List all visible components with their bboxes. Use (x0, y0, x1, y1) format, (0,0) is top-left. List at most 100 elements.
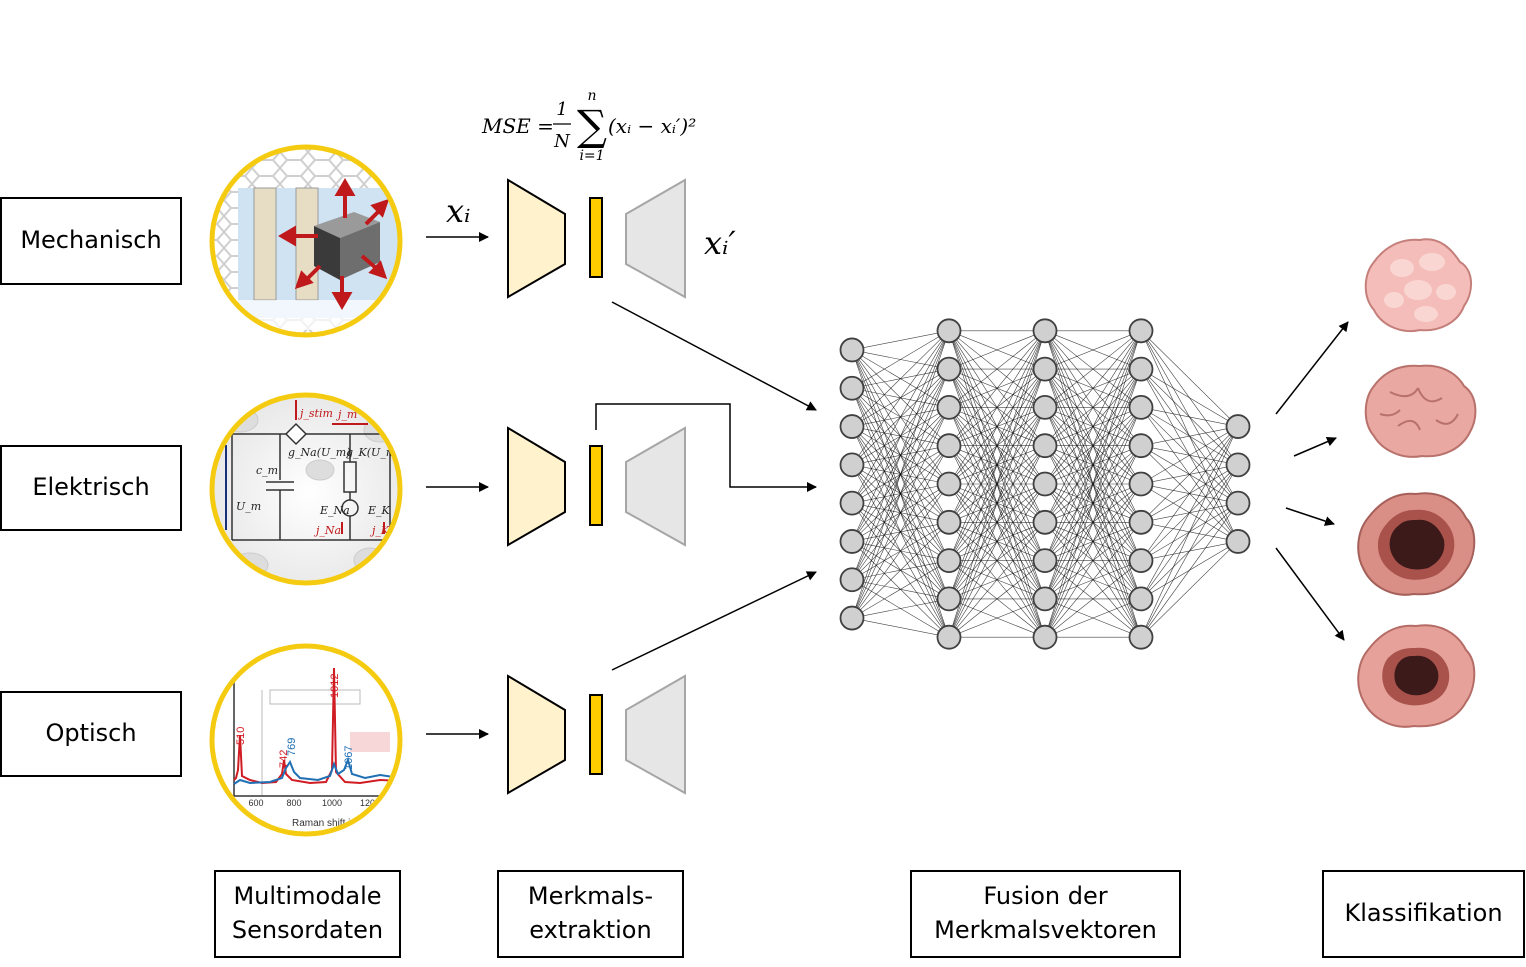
network-edge (851, 522, 950, 619)
network-node-layer-5 (1225, 490, 1251, 516)
network-edge (851, 330, 950, 504)
network-edge (948, 330, 1046, 446)
formula-sum-top: n (587, 88, 596, 104)
network-edge (948, 330, 1046, 638)
raman-tick-1200: 1200 (360, 798, 380, 808)
network-node-layer-3 (1032, 471, 1058, 497)
network-node-layer-1 (839, 490, 865, 516)
mechanical-sensor-image (209, 144, 403, 338)
network-edge (851, 560, 950, 619)
network-edge (1044, 330, 1142, 600)
network-node-layer-2 (936, 394, 962, 420)
network-node-layer-3 (1032, 509, 1058, 535)
network-node-layer-1 (839, 605, 865, 631)
network-node-layer-1 (839, 452, 865, 478)
network-edge (1044, 407, 1142, 638)
network-node-layer-4 (1128, 624, 1154, 650)
network-node-layer-2 (936, 586, 962, 612)
network-edge (851, 330, 950, 351)
raman-peak-742: 742 (278, 750, 290, 768)
network-node-layer-5 (1225, 529, 1251, 554)
modality-label-electrical: Elektrisch (32, 473, 150, 502)
formula-body: (xᵢ − xᵢ′)² (608, 114, 696, 138)
mse-formula: MSE = 1 N n ∑ i=1 (xᵢ − xᵢ′)² (481, 88, 696, 164)
stage-box-fusion: Fusion der Merkmalsvektoren (910, 870, 1181, 958)
network-node-layer-4 (1128, 548, 1154, 573)
network-edge (851, 330, 950, 389)
network-edge (1044, 522, 1142, 638)
network-node-layer-4 (1128, 318, 1154, 344)
network-edge (948, 522, 1046, 638)
stage-label-classification: Klassifikation (1344, 899, 1503, 928)
modality-box-electrical: Elektrisch (0, 445, 182, 531)
circuit-label-um: U_m (236, 500, 261, 513)
network-node-layer-3 (1032, 356, 1058, 382)
tumor-class-3 (1357, 492, 1476, 596)
network-edge (1044, 330, 1142, 561)
network-edge (1044, 330, 1142, 408)
network-node-layer-4 (1128, 356, 1154, 382)
circuit-label-jna: j_Na (313, 524, 341, 537)
formula-frac-num: 1 (556, 99, 567, 120)
input-arrows (426, 232, 489, 739)
network-node-layer-3 (1032, 624, 1058, 650)
network-edge (1140, 464, 1239, 638)
network-node-layer-1 (839, 337, 865, 363)
network-edge (1140, 426, 1239, 446)
autoencoder-3 (507, 674, 686, 795)
network-node-layer-4 (1128, 586, 1154, 612)
network-edge (1140, 330, 1239, 427)
stage-box-feature-extraction: Merkmals- extraktion (497, 870, 684, 958)
network-nodes (839, 318, 1251, 650)
raman-peak-1012: 1012 (329, 674, 341, 698)
formula-frac-den: N (553, 131, 571, 152)
network-edge (1140, 426, 1239, 600)
network-edge (1044, 483, 1142, 638)
network-node-layer-4 (1128, 433, 1154, 459)
network-edge (851, 617, 950, 638)
network-node-layer-2 (936, 433, 962, 459)
network-node-layer-2 (936, 471, 962, 497)
network-edge (948, 560, 1046, 638)
raman-peak-1067: 1067 (343, 746, 355, 770)
network-node-layer-1 (839, 375, 865, 401)
network-node-layer-1 (839, 529, 865, 554)
raman-peak-769: 769 (286, 738, 298, 756)
circuit-label-ena: E_Na (319, 504, 350, 517)
network-edge (851, 330, 950, 619)
network-edge (1140, 407, 1239, 427)
network-edge (851, 483, 950, 619)
network-node-layer-3 (1032, 433, 1058, 459)
tumor-class-2 (1364, 364, 1477, 458)
network-edge (1044, 368, 1142, 638)
network-edge (948, 330, 1046, 370)
tumor-class-1 (1364, 238, 1472, 332)
modality-box-optical: Optisch (0, 691, 182, 777)
modality-box-mechanical: Mechanisch (0, 197, 182, 285)
network-edge (948, 330, 1046, 523)
network-edge (1140, 541, 1239, 638)
circuit-label-gna: g_Na(U_m) (288, 446, 351, 459)
network-edge (1044, 330, 1142, 446)
circuit-label-jstim: j_stim (297, 407, 333, 420)
modality-label-optical: Optisch (45, 719, 137, 748)
network-edge (1140, 426, 1239, 638)
stage-label-sensordata: Multimodale Sensordaten (231, 882, 384, 944)
network-edge (948, 330, 1046, 600)
network-node-layer-5 (1225, 452, 1251, 478)
network-edge (948, 368, 1046, 638)
network-edge (1140, 426, 1239, 561)
network-node-layer-2 (936, 509, 962, 535)
network-edge (1044, 330, 1142, 638)
network-edge (1140, 426, 1239, 485)
electrical-sensor-image: j_stim j_m g_Na(U_m) g_K(U_m) c_m U_m E_… (209, 392, 403, 586)
network-edge (1044, 445, 1142, 638)
network-node-layer-4 (1128, 471, 1154, 497)
network-node-layer-2 (936, 624, 962, 650)
fusion-arrows (595, 301, 817, 671)
network-node-layer-1 (839, 414, 865, 439)
formula-lhs: MSE = (481, 114, 554, 138)
tumor-class-4 (1357, 624, 1476, 728)
network-edge (948, 330, 1046, 561)
network-edges (851, 330, 1239, 638)
